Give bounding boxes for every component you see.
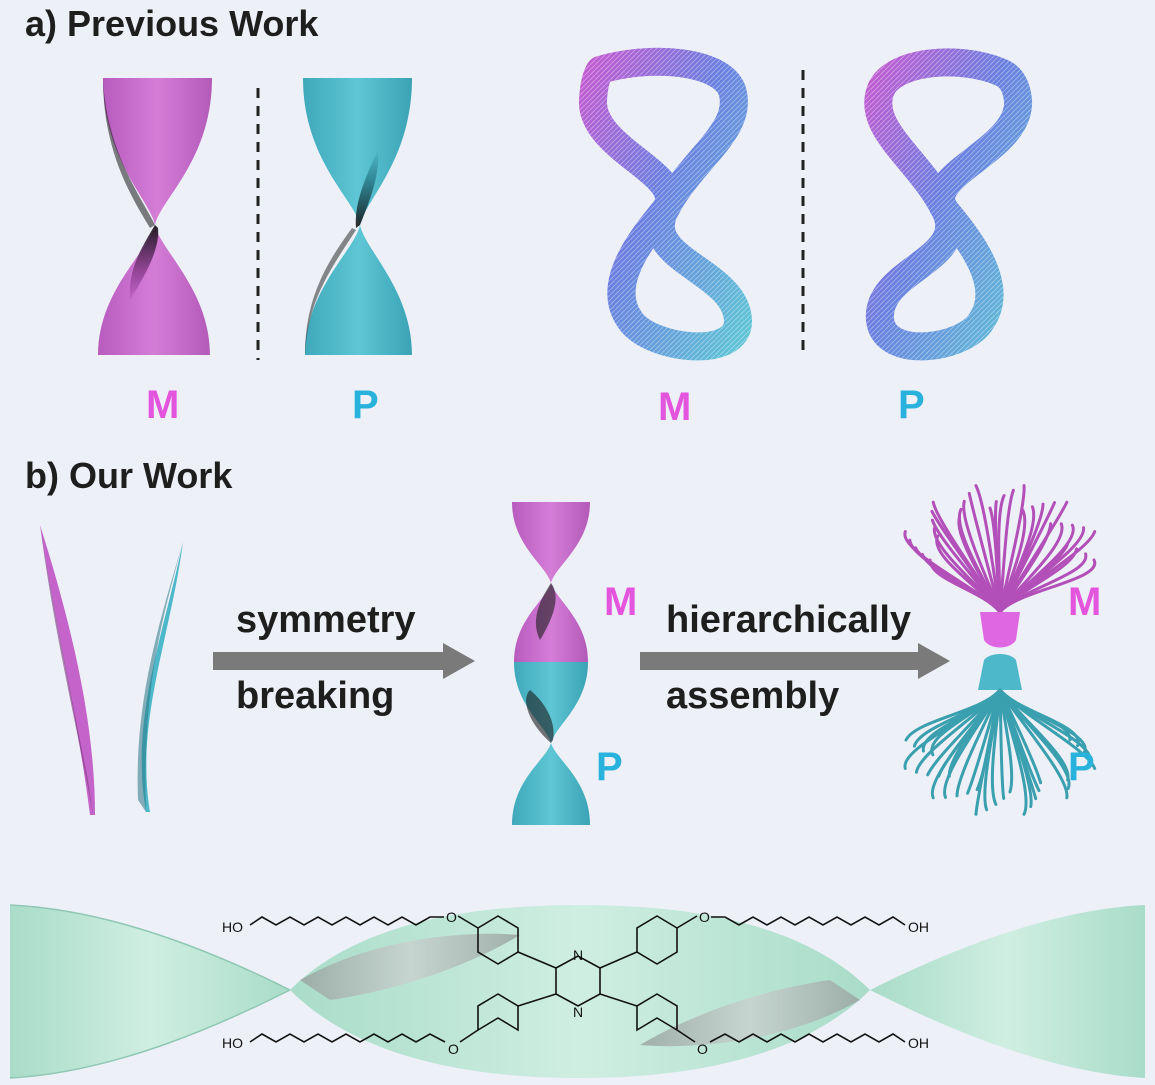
loop-p-previous [864,48,1032,361]
nitrogen-bottom: N [573,1004,583,1020]
strand-cyan [137,542,183,812]
label-p-a2: P [898,383,925,427]
fiber-top [998,558,1097,614]
oxygen-top-left: O [446,909,457,925]
twisted-ribbon [9,904,1145,1079]
label-p-helix: P [596,745,623,789]
oxygen-bottom-left: O [448,1041,459,1057]
assembly-bundle [903,484,1097,816]
section-b-heading: b) Our Work [25,455,233,496]
arrow1-text-line1: symmetry [236,599,416,641]
oxygen-bottom-right: O [697,1041,708,1057]
oxygen-top-right: O [699,909,710,925]
label-p-assembly: P [1068,745,1095,789]
arrow-1 [213,643,475,679]
arrow1-text-line2: breaking [236,675,394,717]
helix-p-previous [303,78,412,355]
arrow2-text-line2: assembly [666,675,839,717]
fiber-bottom [904,688,1002,742]
label-p-a1: P [352,383,379,427]
label-m-a1: M [146,383,179,427]
loop-m-previous [579,47,752,361]
section-a-heading: a) Previous Work [25,3,319,44]
ho-top-left: HO [222,919,243,935]
label-m-helix: M [604,580,637,624]
strand-magenta [40,525,95,815]
arrow2-text-line1: hierarchically [666,599,911,641]
helix-mp-combined [512,502,590,825]
arrow-2 [640,643,950,679]
molecule-labels: HO OH HO OH O O O O N N [222,909,929,1057]
molecule-structure [249,915,906,1043]
label-m-a2: M [658,385,691,429]
ho-bottom-left: HO [222,1035,243,1051]
label-m-assembly: M [1068,580,1101,624]
helix-m-previous [98,78,212,355]
oh-bottom-right: OH [908,1035,929,1051]
oh-top-right: OH [908,919,929,935]
nitrogen-top: N [573,947,583,963]
